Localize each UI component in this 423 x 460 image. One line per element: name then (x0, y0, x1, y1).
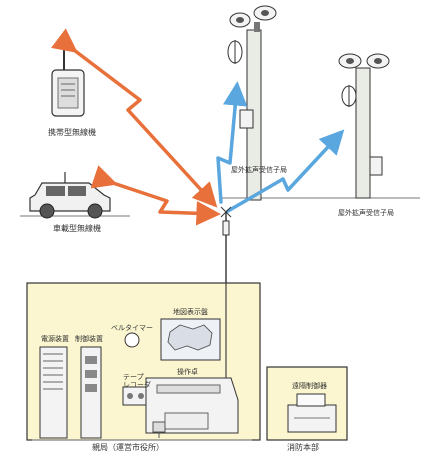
remote-controller (287, 393, 337, 433)
outdoor-speaker-pole-2 (338, 53, 390, 199)
operation-console (145, 377, 239, 434)
outdoor-speaker-pole-1 (227, 5, 277, 201)
map-board (160, 318, 221, 361)
fire-hq-label: 消防本部 (287, 443, 319, 452)
tape-recorder (122, 386, 149, 406)
power-supply-cabinet (39, 346, 68, 439)
operator-chair (152, 421, 166, 438)
chime-label: ベルタイマー (111, 324, 153, 332)
speaker-2-link (226, 129, 345, 213)
vehicle-label: 車載型無線機 (53, 224, 101, 233)
console-label: 操作卓 (177, 368, 198, 376)
base-antenna (220, 206, 232, 283)
handheld-label: 携帯型無線機 (48, 128, 96, 137)
remote-controller-label: 遠隔制御器 (292, 382, 327, 390)
map-board-label: 地図表示盤 (173, 308, 208, 316)
outdoor-receiver-1-label: 屋外拡声受信子局 (231, 166, 287, 174)
control-equipment-cabinet (80, 346, 102, 439)
vehicle-radio (29, 172, 111, 219)
tape-recorder-label: テープ レコーダ (123, 373, 151, 389)
speaker-1-link (216, 81, 248, 204)
handheld-radio-link (50, 28, 218, 208)
outdoor-receiver-2-label: 屋外拡声受信子局 (338, 209, 394, 217)
base-station-label: 親局（運営市役所） (92, 443, 164, 452)
power-supply-label: 電源装置 (41, 335, 69, 343)
vehicle-radio-link (90, 165, 221, 226)
control-equipment-label: 制御装置 (75, 335, 103, 343)
chime-clock (124, 332, 140, 348)
